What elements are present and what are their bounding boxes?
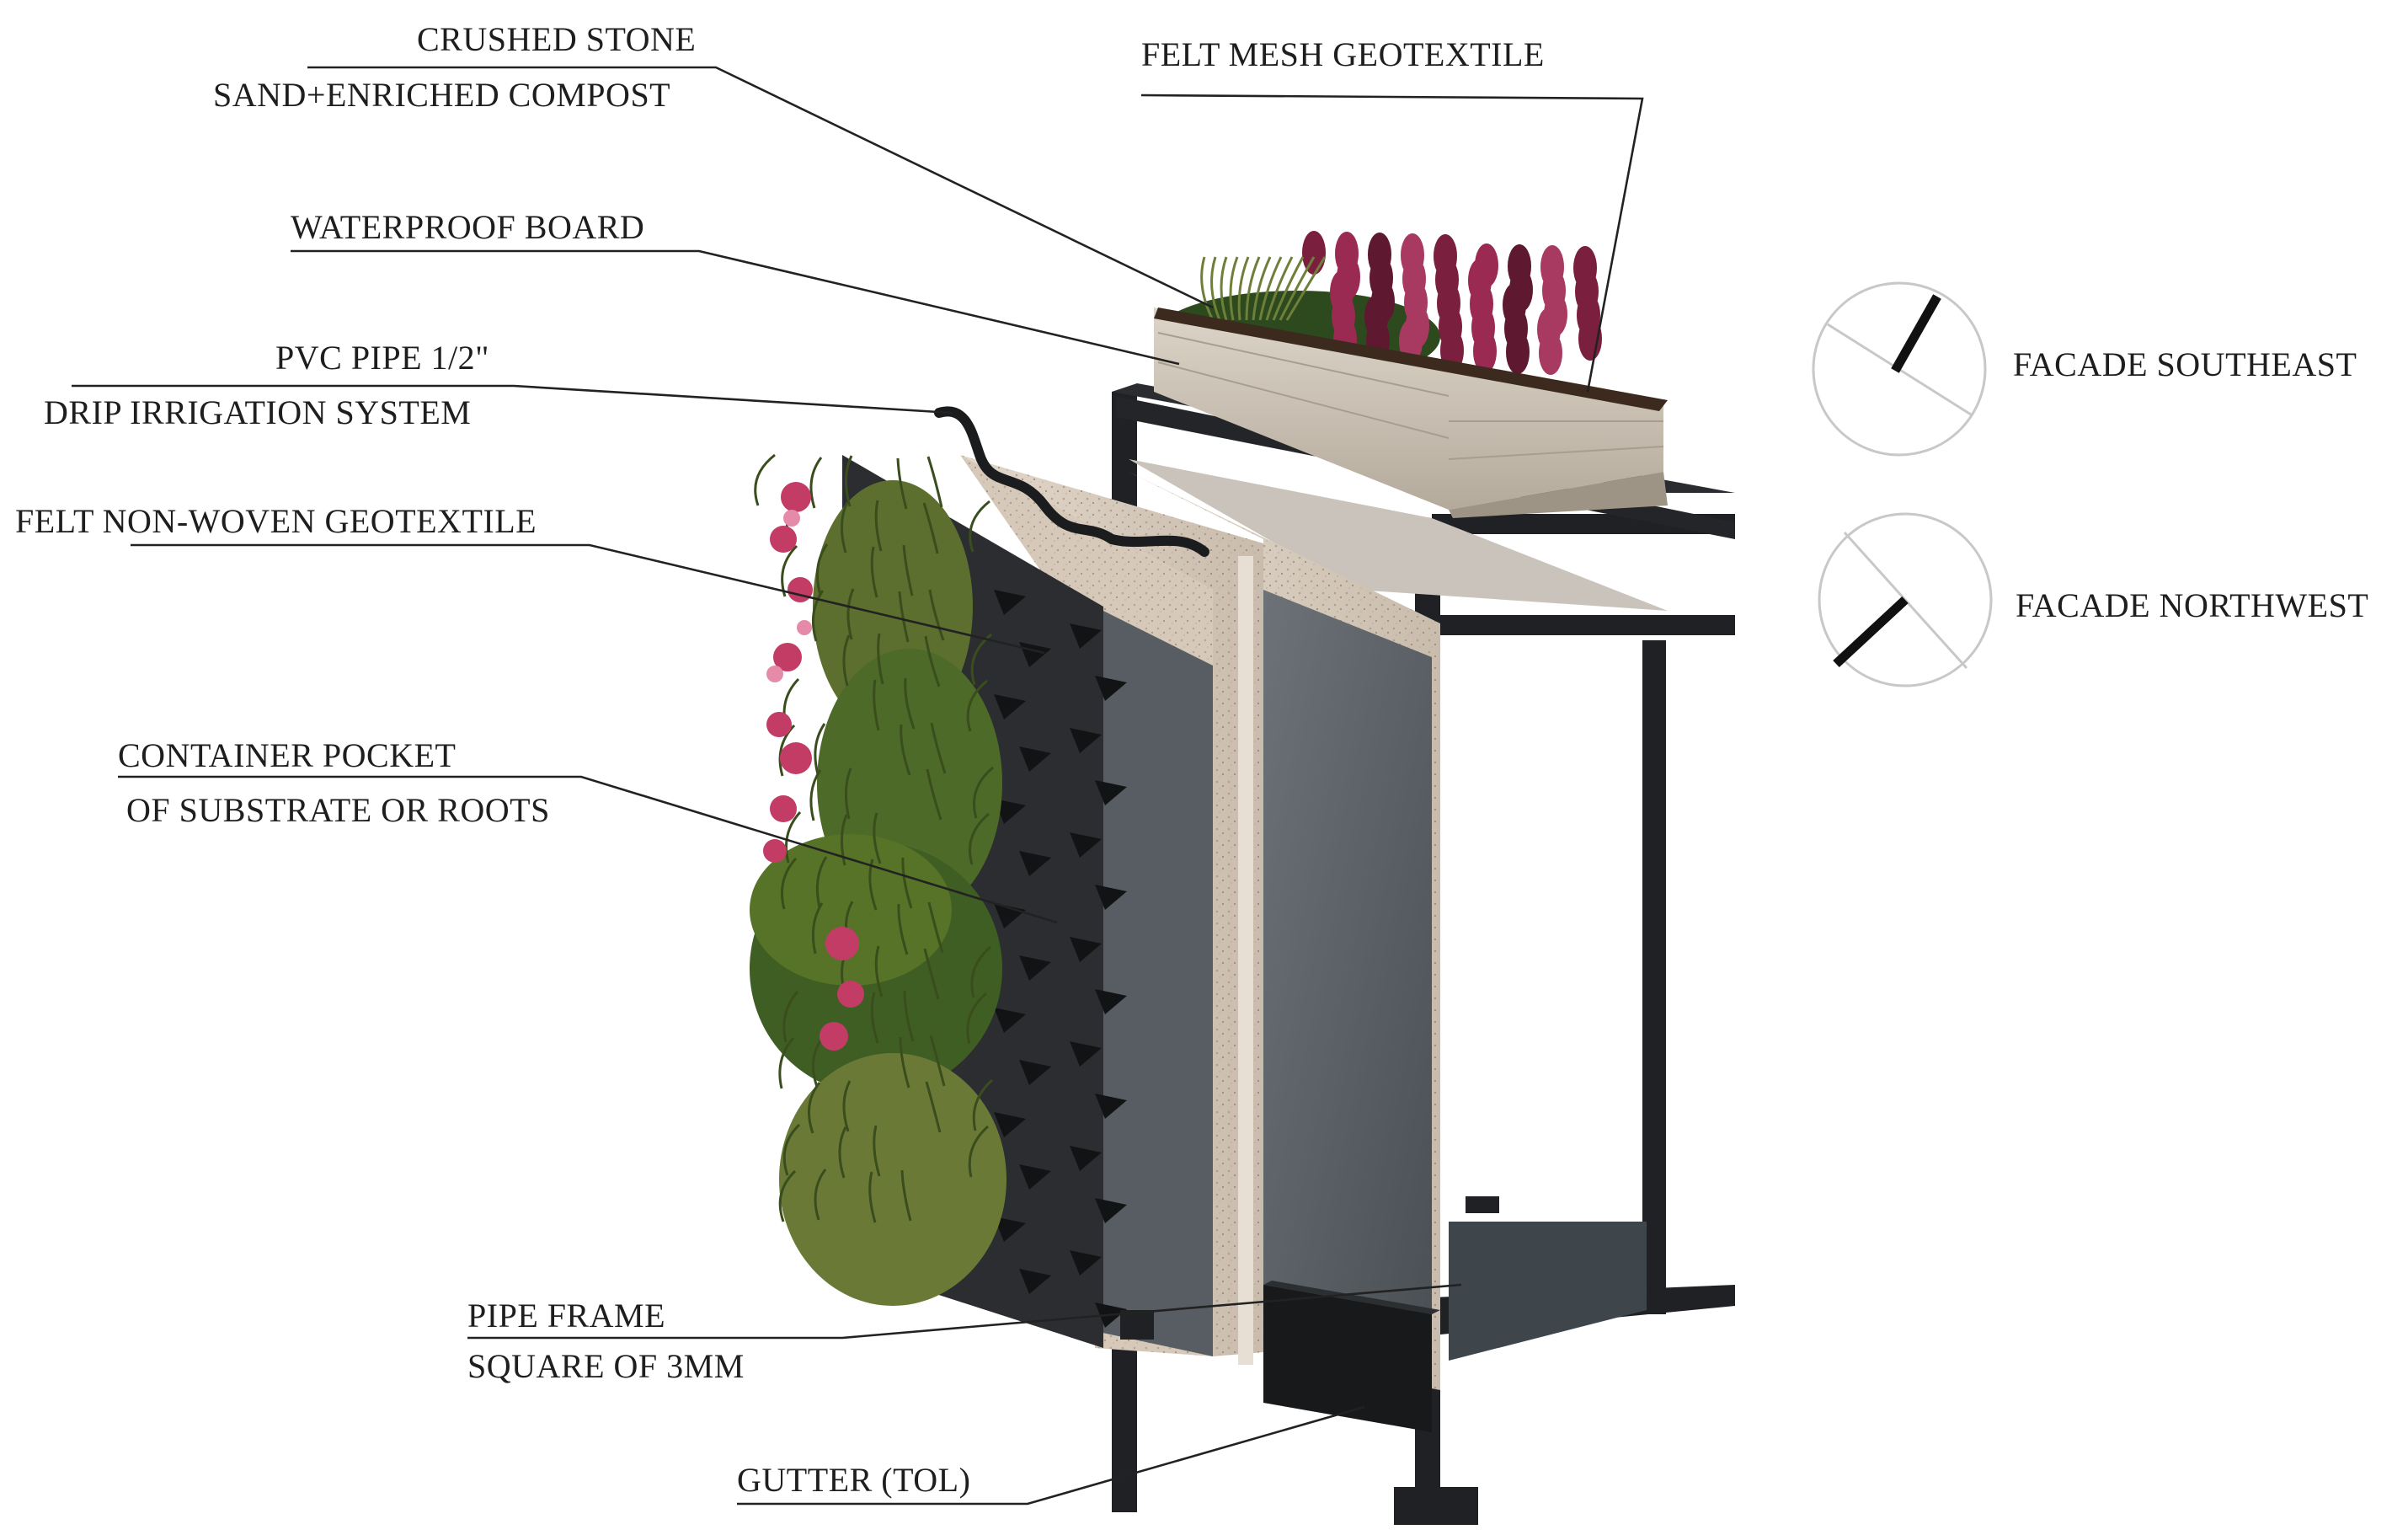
leader-pipe-frame [467,1283,1462,1340]
label-pvc-pipe: PVC PIPE 1/2" [275,339,489,377]
leader-felt-nonwoven [131,543,1045,655]
leader-container-pocket [118,775,1058,924]
label-felt-mesh: FELT MESH GEOTEXTILE [1141,35,1545,73]
leader-felt-mesh [1140,94,1644,393]
label-sand-compost: SAND+ENRICHED COMPOST [213,76,670,114]
orientation-legend: FACADE SOUTHEAST FACADE NORTHWEST [1812,281,2368,687]
gutter [1263,1281,1440,1432]
label-felt-nonwoven: FELT NON-WOVEN GEOTEXTILE [15,502,537,540]
label-facade-northwest: FACADE NORTHWEST [2016,586,2368,624]
labels: CRUSHED STONE SAND+ENRICHED COMPOST FELT… [15,20,1545,1499]
leader-waterproof-board [291,249,1180,366]
orientation-northwest: FACADE NORTHWEST [1818,512,2368,687]
top-planter [1154,231,1668,518]
leader-lines [72,66,1644,1506]
felt-nonwoven-panel [1095,607,1213,1356]
felt-mesh-panel [1263,590,1432,1373]
compass-southeast-icon [1812,281,1987,457]
label-gutter: GUTTER (TOL) [737,1461,970,1499]
label-drip-irrigation: DRIP IRRIGATION SYSTEM [44,393,471,431]
label-square-3mm: SQUARE OF 3MM [467,1347,745,1385]
label-pipe-frame: PIPE FRAME [467,1297,665,1334]
leader-pvc-pipe [72,384,953,415]
label-container-pocket: CONTAINER POCKET [118,736,456,774]
bottom-tray [1449,1222,1647,1361]
leader-crushed-stone [307,66,1214,309]
label-facade-southeast: FACADE SOUTHEAST [2013,345,2357,383]
upper-deck [1129,459,1668,611]
label-substrate-roots: OF SUBSTRATE OR ROOTS [126,791,550,829]
compass-northwest-icon [1818,512,1993,687]
label-waterproof-board: WATERPROOF BOARD [291,208,644,246]
leader-gutter [737,1405,1365,1506]
foliage [750,453,1006,1306]
drip-irrigation-pipe [934,406,1209,557]
label-crushed-stone: CRUSHED STONE [417,20,696,58]
orientation-southeast: FACADE SOUTHEAST [1812,281,2357,457]
wall-module [750,231,1735,1525]
